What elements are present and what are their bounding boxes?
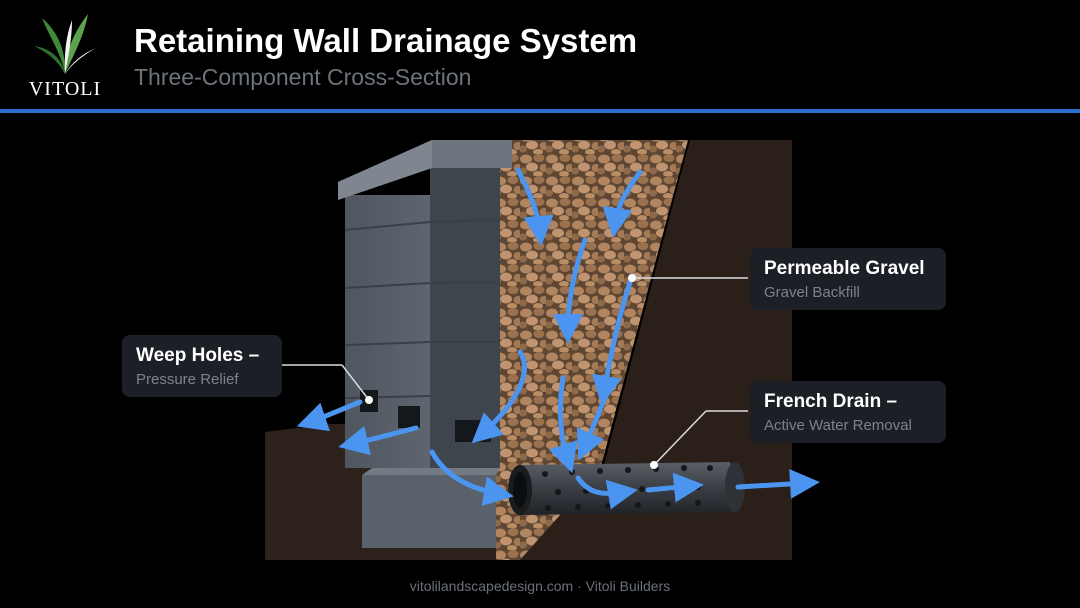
- wall-block-lines: [344, 219, 501, 399]
- french-drain-pipe: [508, 462, 745, 515]
- wall-footing: [362, 475, 496, 548]
- french-drain-subtitle: Active Water Removal: [764, 417, 912, 434]
- page-subtitle: Three-Component Cross-Section: [134, 64, 472, 90]
- french-drain-label: French Drain – Active Water Removal: [750, 381, 946, 443]
- diagram-canvas: [265, 140, 820, 560]
- water-flow-arrows: [296, 167, 820, 510]
- page-title: Retaining Wall Drainage System: [134, 22, 638, 59]
- header: VITOLI Retaining Wall Drainage System Th…: [0, 0, 1080, 112]
- weep-holes-label: Weep Holes – Pressure Relief: [122, 335, 282, 397]
- cross-section-diagram: [0, 113, 1080, 603]
- logo-text: VITOLI: [28, 78, 102, 100]
- leader-lines: [280, 277, 748, 466]
- gravel-title: Permeable Gravel: [764, 258, 925, 279]
- back-soil: [500, 140, 792, 560]
- leaf-icon: [34, 14, 96, 74]
- gravel-label: Permeable Gravel Gravel Backfill: [750, 248, 946, 310]
- weep-holes-title: Weep Holes –: [136, 345, 260, 366]
- french-drain-title: French Drain –: [764, 391, 898, 412]
- leader-dot: [650, 461, 658, 469]
- leader-dot: [365, 396, 373, 404]
- leader-dot: [628, 274, 636, 282]
- weep-holes-subtitle: Pressure Relief: [136, 371, 239, 388]
- gravel-subtitle: Gravel Backfill: [764, 284, 860, 301]
- vitoli-logo: VITOLI: [22, 10, 108, 100]
- header-divider: [0, 109, 1080, 113]
- footer-credit: vitolilandscapedesign.com · Vitoli Build…: [409, 578, 671, 594]
- wall-side: [430, 165, 500, 468]
- weep-hole: [398, 406, 420, 428]
